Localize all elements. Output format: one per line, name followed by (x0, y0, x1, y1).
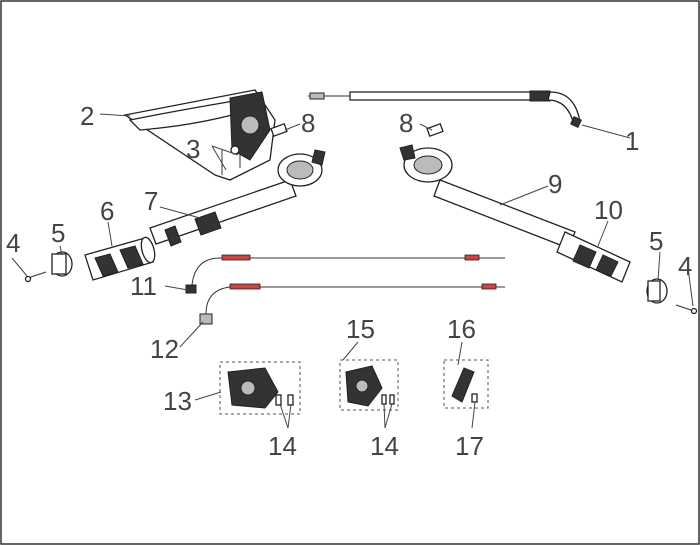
bar-end-weight-left (51, 251, 73, 277)
left-grip (84, 236, 156, 281)
callout-4-right: 4 (678, 251, 692, 281)
callout-9: 9 (548, 169, 562, 199)
throttle-cable (308, 90, 582, 128)
leader-lines (11, 113, 694, 429)
callout-8-right: 8 (399, 108, 413, 138)
callout-10: 10 (594, 195, 623, 225)
right-grip (556, 231, 631, 283)
switch-assembly-13 (219, 361, 301, 415)
clutch-lever-assembly (123, 89, 276, 181)
screw-left (24, 271, 47, 283)
bar-end-weight-right (646, 278, 668, 304)
callout-14-right: 14 (370, 431, 399, 461)
right-handlebar (399, 144, 576, 249)
callout-14-left: 14 (268, 431, 297, 461)
screw-right (675, 304, 698, 315)
pin-left (270, 123, 288, 137)
callout-11: 11 (130, 271, 157, 301)
callout-labels: 1 2 3 4 5 6 7 8 8 9 10 5 4 11 12 13 14 1… (6, 101, 692, 461)
callout-1: 1 (625, 126, 639, 156)
callout-7: 7 (144, 186, 158, 216)
callout-5-right: 5 (649, 226, 663, 256)
callout-16: 16 (447, 314, 476, 344)
pin-right (426, 123, 444, 137)
callout-17: 17 (455, 431, 484, 461)
callout-12: 12 (150, 334, 179, 364)
callout-6: 6 (100, 196, 114, 226)
callout-2: 2 (80, 101, 94, 131)
callout-3: 3 (186, 134, 200, 164)
callout-5-left: 5 (51, 218, 65, 248)
callout-4-left: 4 (6, 228, 20, 258)
callout-8-left: 8 (301, 108, 315, 138)
switch-assembly-16 (443, 359, 489, 409)
left-handlebar (149, 149, 326, 247)
callout-15: 15 (346, 314, 375, 344)
callout-13: 13 (163, 386, 192, 416)
switch-assembly-15 (339, 359, 399, 411)
cable-lower (199, 283, 505, 325)
cable-upper (185, 254, 505, 294)
